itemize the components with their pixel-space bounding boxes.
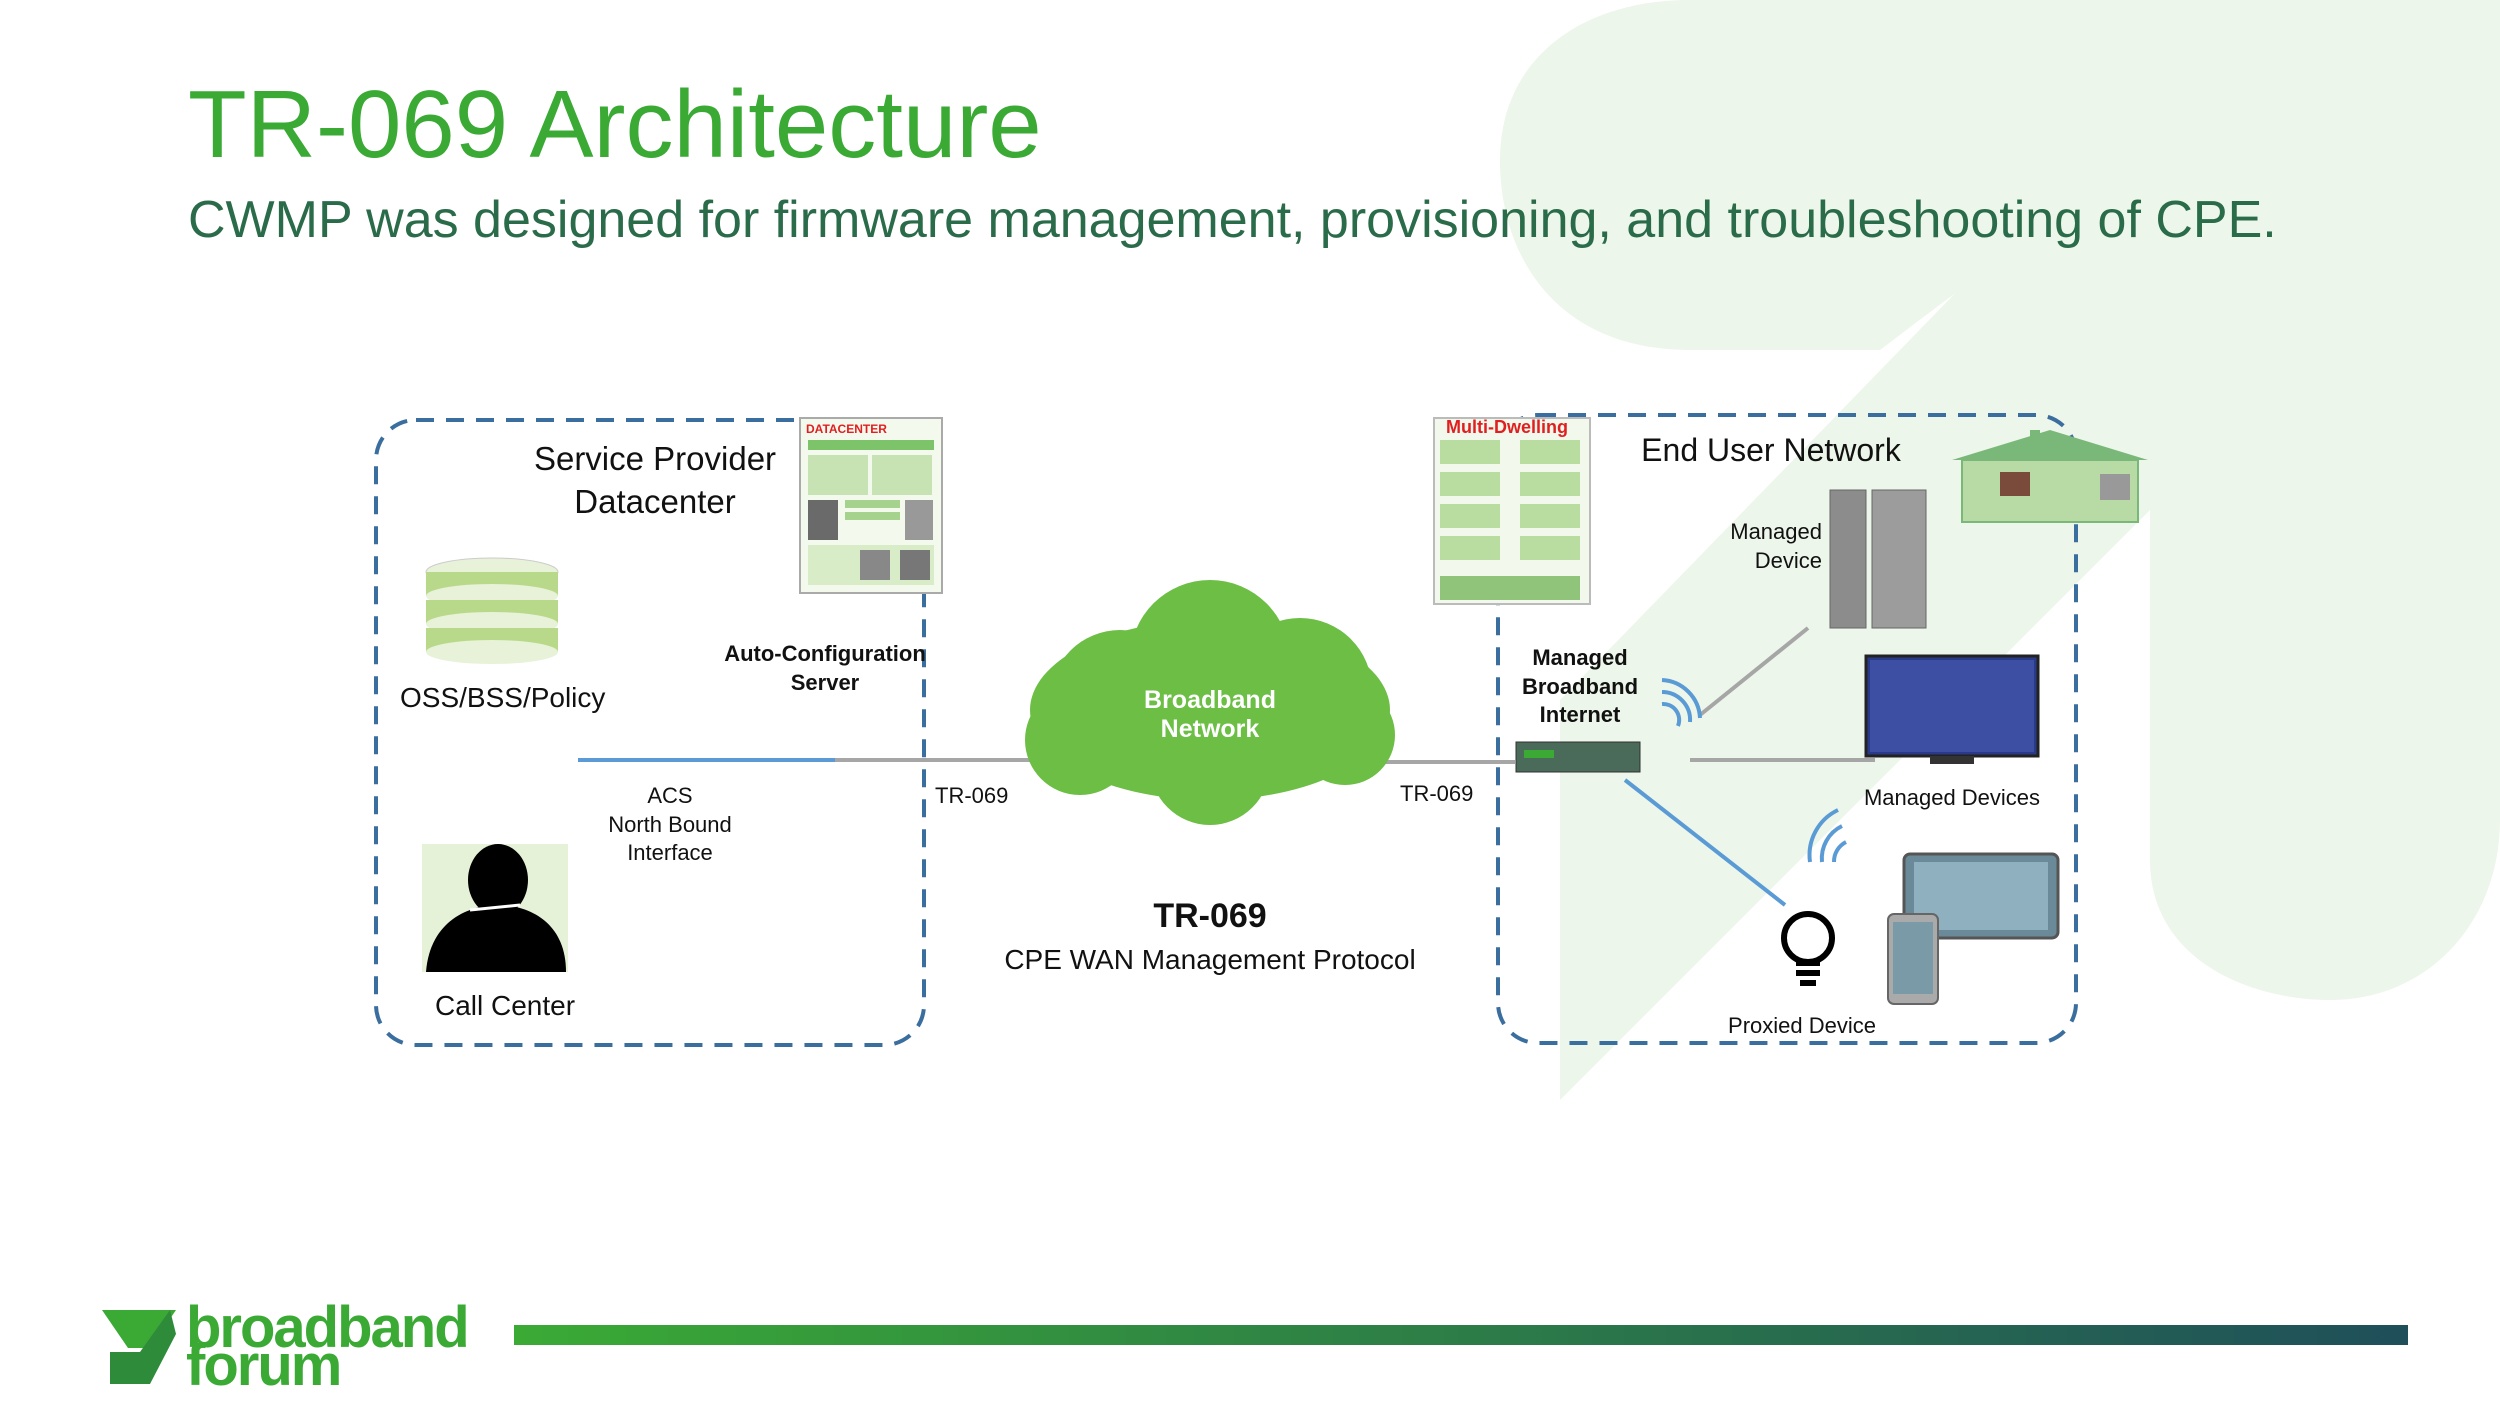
lightbulb-icon xyxy=(1781,911,1835,986)
logo-text-forum: forum xyxy=(186,1333,342,1398)
multi-dwelling-label: Multi-Dwelling xyxy=(1446,417,1568,437)
datacenter-badge: DATACENTER xyxy=(806,422,887,436)
managed-device-label: Managed Device xyxy=(1730,519,1822,573)
protocol-subtitle: CPE WAN Management Protocol xyxy=(1004,944,1416,975)
tv-icon xyxy=(1864,654,2040,764)
house-icon xyxy=(1952,430,2148,523)
tr069-right-label: TR-069 xyxy=(1400,781,1474,806)
footer-gradient-bar xyxy=(514,1325,2408,1345)
managed-broadband-label: Managed Broadband Internet xyxy=(1521,645,1639,728)
headset-person-icon xyxy=(422,844,568,972)
service-provider-title: Service Provider Datacenter xyxy=(533,440,777,520)
wifi-icon xyxy=(1807,808,1848,863)
end-user-region xyxy=(1496,413,2078,1045)
proxied-device-label: Proxied Device xyxy=(1728,1013,1876,1038)
router-to-tower-line xyxy=(1698,626,1810,717)
router-to-bulb-line xyxy=(1623,778,1787,907)
tower-device-icon xyxy=(1829,489,1927,629)
page-title: TR-069 Architecture xyxy=(188,71,1042,178)
end-user-title: End User Network xyxy=(1641,432,1901,468)
protocol-title: TR-069 xyxy=(1153,897,1267,935)
broadband-forum-logo xyxy=(102,1310,176,1384)
acs-nbi-label: ACS North Bound Interface xyxy=(608,783,732,866)
server-rack-icon xyxy=(799,417,943,594)
building-icon xyxy=(1433,417,1591,605)
oss-label: OSS/BSS/Policy xyxy=(400,682,606,713)
wifi-icon xyxy=(1661,678,1702,727)
page-subtitle: CWMP was designed for firmware managemen… xyxy=(188,191,2277,249)
tr069-left-label: TR-069 xyxy=(935,783,1009,808)
cloud-icon xyxy=(1025,580,1395,825)
cloud-label: Broadband Network xyxy=(1144,686,1276,743)
call-center-label: Call Center xyxy=(434,990,576,1021)
database-icon xyxy=(425,557,559,664)
acs-label: Auto-Configuration Server xyxy=(724,641,926,695)
router-icon xyxy=(1515,741,1641,773)
logo-text-broadband: broadband xyxy=(186,1295,470,1360)
phone-icon xyxy=(1887,913,1939,1005)
managed-devices-label: Managed Devices xyxy=(1863,785,2041,810)
